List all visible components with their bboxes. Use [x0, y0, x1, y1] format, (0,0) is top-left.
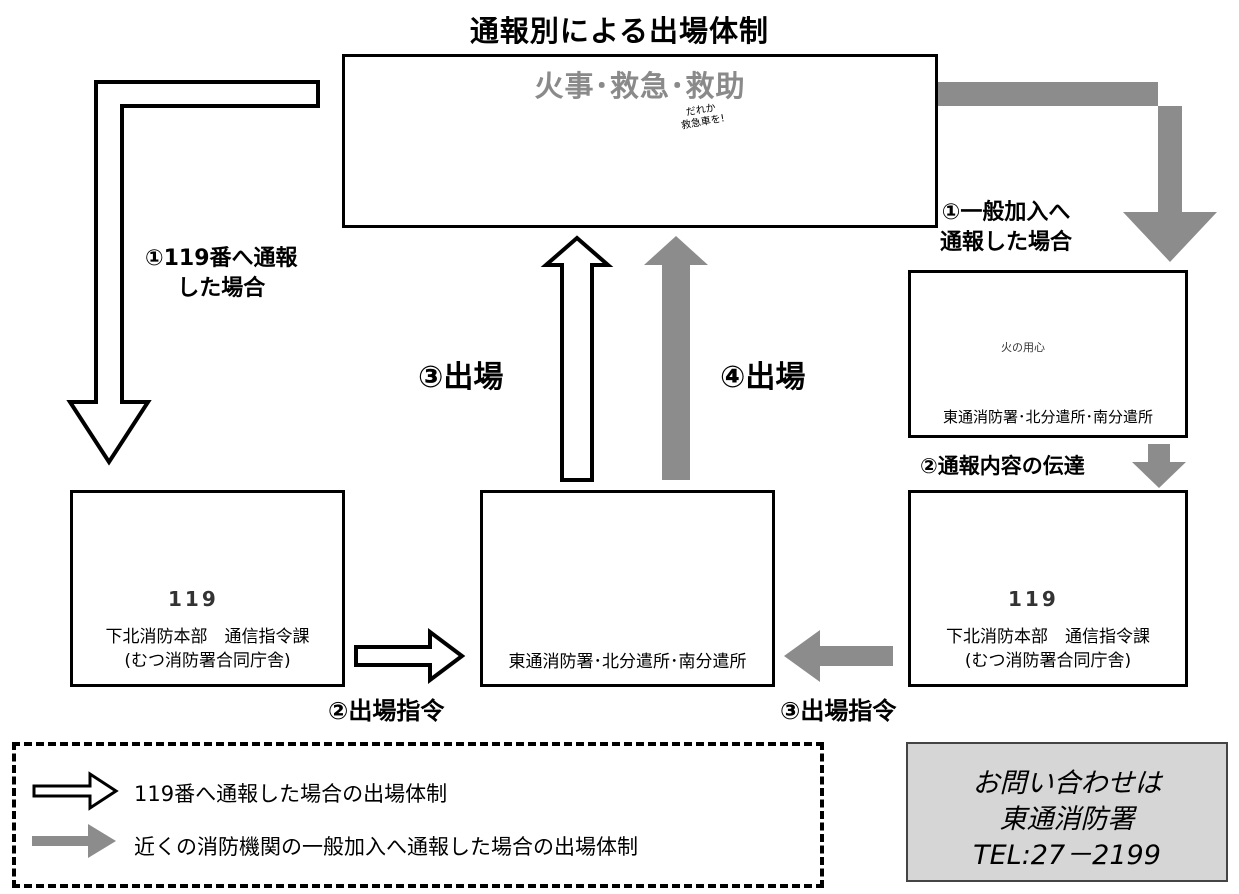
hq-box-right: 119 下北消防本部 通信指令課 (むつ消防署合同庁舎) [908, 490, 1188, 687]
hq-box-left: 119 下北消防本部 通信指令課 (むつ消防署合同庁舎) [70, 490, 345, 687]
incident-header: 火事･救急･救助 [534, 69, 746, 103]
legend-gray-arrow [32, 824, 116, 858]
diagram-title: 通報別による出場体制 [469, 14, 770, 48]
order-label-right: ③出場指令 [780, 697, 897, 725]
right-route-line-2: 通報した場合 [940, 230, 1073, 255]
gray-dispatch-arrow-up [644, 236, 708, 480]
hq-left-line-2: (むつ消防署合同庁舎) [124, 651, 291, 671]
legend-outline-arrow [32, 771, 119, 811]
left-route-label: ①119番へ通報 した場合 [145, 244, 298, 304]
hq-left-line-1: 下北消防本部 通信指令課 [105, 627, 310, 647]
hq-right-line-2: (むつ消防署合同庁舎) [964, 651, 1132, 671]
right-route-label: ①一般加入へ 通報した場合 [940, 198, 1072, 258]
contact-line-1: お問い合わせは [972, 768, 1162, 799]
station-center-caption: 東通消防署･北分遣所･南分遣所 [508, 652, 747, 672]
hq-right-badge: 119 [1008, 587, 1059, 611]
left-route-line-2: した場合 [177, 276, 266, 301]
station-sign: 火の用心 [1001, 341, 1045, 354]
order-label-left: ②出場指令 [328, 697, 445, 725]
hq-right-caption: 下北消防本部 通信指令課 (むつ消防署合同庁舎) [911, 625, 1185, 673]
transmit-label: ②通報内容の伝達 [920, 454, 1085, 478]
legend-outline-text: 119番へ通報した場合の出場体制 [134, 782, 448, 806]
dispatch-label-left: ③出場 [418, 360, 504, 395]
contact-line-2: 東通消防署 [999, 804, 1135, 835]
incident-box: 火事･救急･救助 だれか 救急車を! [342, 54, 938, 228]
station-box-right: 火の用心 東通消防署･北分遣所･南分遣所 [908, 270, 1188, 438]
hq-left-badge: 119 [168, 587, 219, 611]
contact-box: お問い合わせは 東通消防署 TEL:27－2199 [906, 742, 1228, 882]
gray-transmit-arrow [1132, 444, 1186, 488]
outline-route-arrow-left [66, 80, 320, 466]
station-box-center: 東通消防署･北分遣所･南分遣所 [480, 490, 775, 687]
gray-route-arrow-right [918, 82, 1217, 262]
hq-right-line-1: 下北消防本部 通信指令課 [946, 627, 1150, 647]
left-route-line-1: ①119番へ通報 [145, 246, 298, 271]
legend-box: 119番へ通報した場合の出場体制 近くの消防機関の一般加入へ通報した場合の出場体… [12, 742, 824, 888]
hq-left-caption: 下北消防本部 通信指令課 (むつ消防署合同庁舎) [73, 625, 342, 673]
contact-phone: TEL:27－2199 [973, 840, 1161, 871]
station-right-caption: 東通消防署･北分遣所･南分遣所 [942, 408, 1153, 426]
right-route-line-1: ①一般加入へ [941, 200, 1071, 225]
outline-dispatch-arrow-up [540, 235, 614, 482]
outline-order-arrow-right [354, 628, 466, 684]
legend-gray-text: 近くの消防機関の一般加入へ通報した場合の出場体制 [134, 835, 638, 859]
gray-order-arrow-left [784, 630, 893, 682]
dispatch-label-right: ④出場 [720, 360, 806, 395]
speech-bubble: だれか 救急車を! [678, 101, 726, 132]
